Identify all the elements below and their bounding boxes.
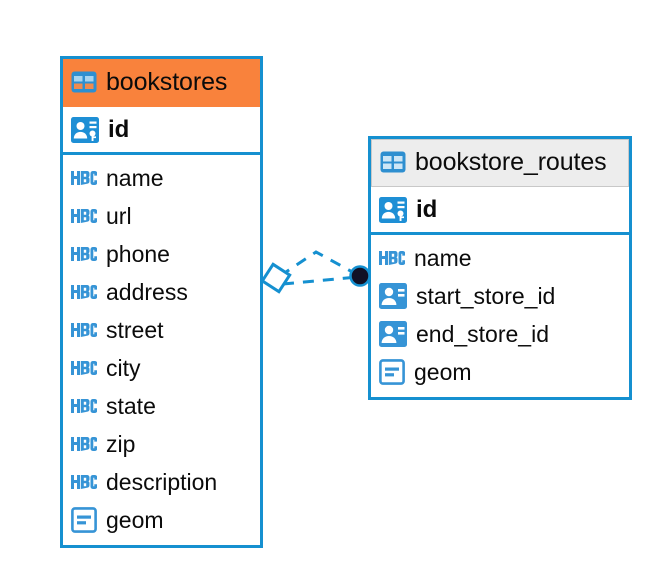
- entity-bookstores-title: bookstores: [106, 67, 228, 96]
- relationship-target-marker: [349, 265, 371, 287]
- field-row-primary-key[interactable]: id: [63, 107, 260, 155]
- field-row-url[interactable]: url: [63, 197, 260, 235]
- entity-bookstores-fields: name url: [63, 155, 260, 545]
- field-label-street: street: [106, 316, 164, 343]
- field-row-name[interactable]: name: [371, 239, 629, 277]
- entity-bookstores-header[interactable]: bookstores: [63, 59, 260, 107]
- field-row-geom[interactable]: geom: [63, 501, 260, 539]
- geometry-type-icon: [71, 507, 97, 533]
- field-row-phone[interactable]: phone: [63, 235, 260, 273]
- field-label-address: address: [106, 278, 188, 305]
- field-label-geom: geom: [106, 506, 164, 533]
- entity-bookstores[interactable]: bookstores id: [60, 56, 263, 548]
- field-label-start-store-id: start_store_id: [416, 282, 556, 309]
- text-type-icon: [71, 247, 97, 261]
- entity-bookstore-routes-fields: name start_store_id: [371, 235, 629, 397]
- text-type-icon: [71, 475, 97, 489]
- field-label-id: id: [108, 115, 130, 143]
- table-icon: [380, 151, 406, 173]
- field-row-geom[interactable]: geom: [371, 353, 629, 391]
- field-row-street[interactable]: street: [63, 311, 260, 349]
- relationship-source-marker: [260, 262, 292, 294]
- primary-key-icon: [71, 116, 99, 143]
- text-type-icon: [71, 361, 97, 375]
- field-row-start-store-id[interactable]: start_store_id: [371, 277, 629, 315]
- text-type-icon: [71, 399, 97, 413]
- text-type-icon: [71, 171, 97, 185]
- text-type-icon: [71, 437, 97, 451]
- field-label-geom: geom: [414, 358, 472, 385]
- text-type-icon: [71, 285, 97, 299]
- field-row-address[interactable]: address: [63, 273, 260, 311]
- field-label-name: name: [414, 244, 472, 271]
- foreign-key-icon: [379, 321, 407, 347]
- field-label-id: id: [416, 195, 438, 223]
- field-row-state[interactable]: state: [63, 387, 260, 425]
- field-row-zip[interactable]: zip: [63, 425, 260, 463]
- geometry-type-icon: [379, 359, 405, 385]
- text-type-icon: [71, 209, 97, 223]
- entity-bookstore-routes[interactable]: bookstore_routes id: [368, 136, 632, 400]
- text-type-icon: [379, 251, 405, 265]
- field-label-description: description: [106, 468, 218, 495]
- relationship-line-lower: [282, 275, 359, 286]
- field-row-end-store-id[interactable]: end_store_id: [371, 315, 629, 353]
- field-row-city[interactable]: city: [63, 349, 260, 387]
- field-label-state: state: [106, 392, 156, 419]
- relationship-line-upper: [279, 250, 357, 278]
- field-row-primary-key[interactable]: id: [371, 187, 629, 235]
- table-icon: [71, 71, 97, 93]
- field-row-description[interactable]: description: [63, 463, 260, 501]
- entity-bookstore-routes-header[interactable]: bookstore_routes: [371, 139, 629, 187]
- field-label-url: url: [106, 202, 132, 229]
- foreign-key-icon: [379, 283, 407, 309]
- field-label-end-store-id: end_store_id: [416, 320, 549, 347]
- primary-key-icon: [379, 196, 407, 223]
- text-type-icon: [71, 323, 97, 337]
- field-row-name[interactable]: name: [63, 159, 260, 197]
- field-label-city: city: [106, 354, 141, 381]
- entity-bookstore-routes-title: bookstore_routes: [415, 147, 607, 176]
- field-label-name: name: [106, 164, 164, 191]
- field-label-phone: phone: [106, 240, 170, 267]
- field-label-zip: zip: [106, 430, 136, 457]
